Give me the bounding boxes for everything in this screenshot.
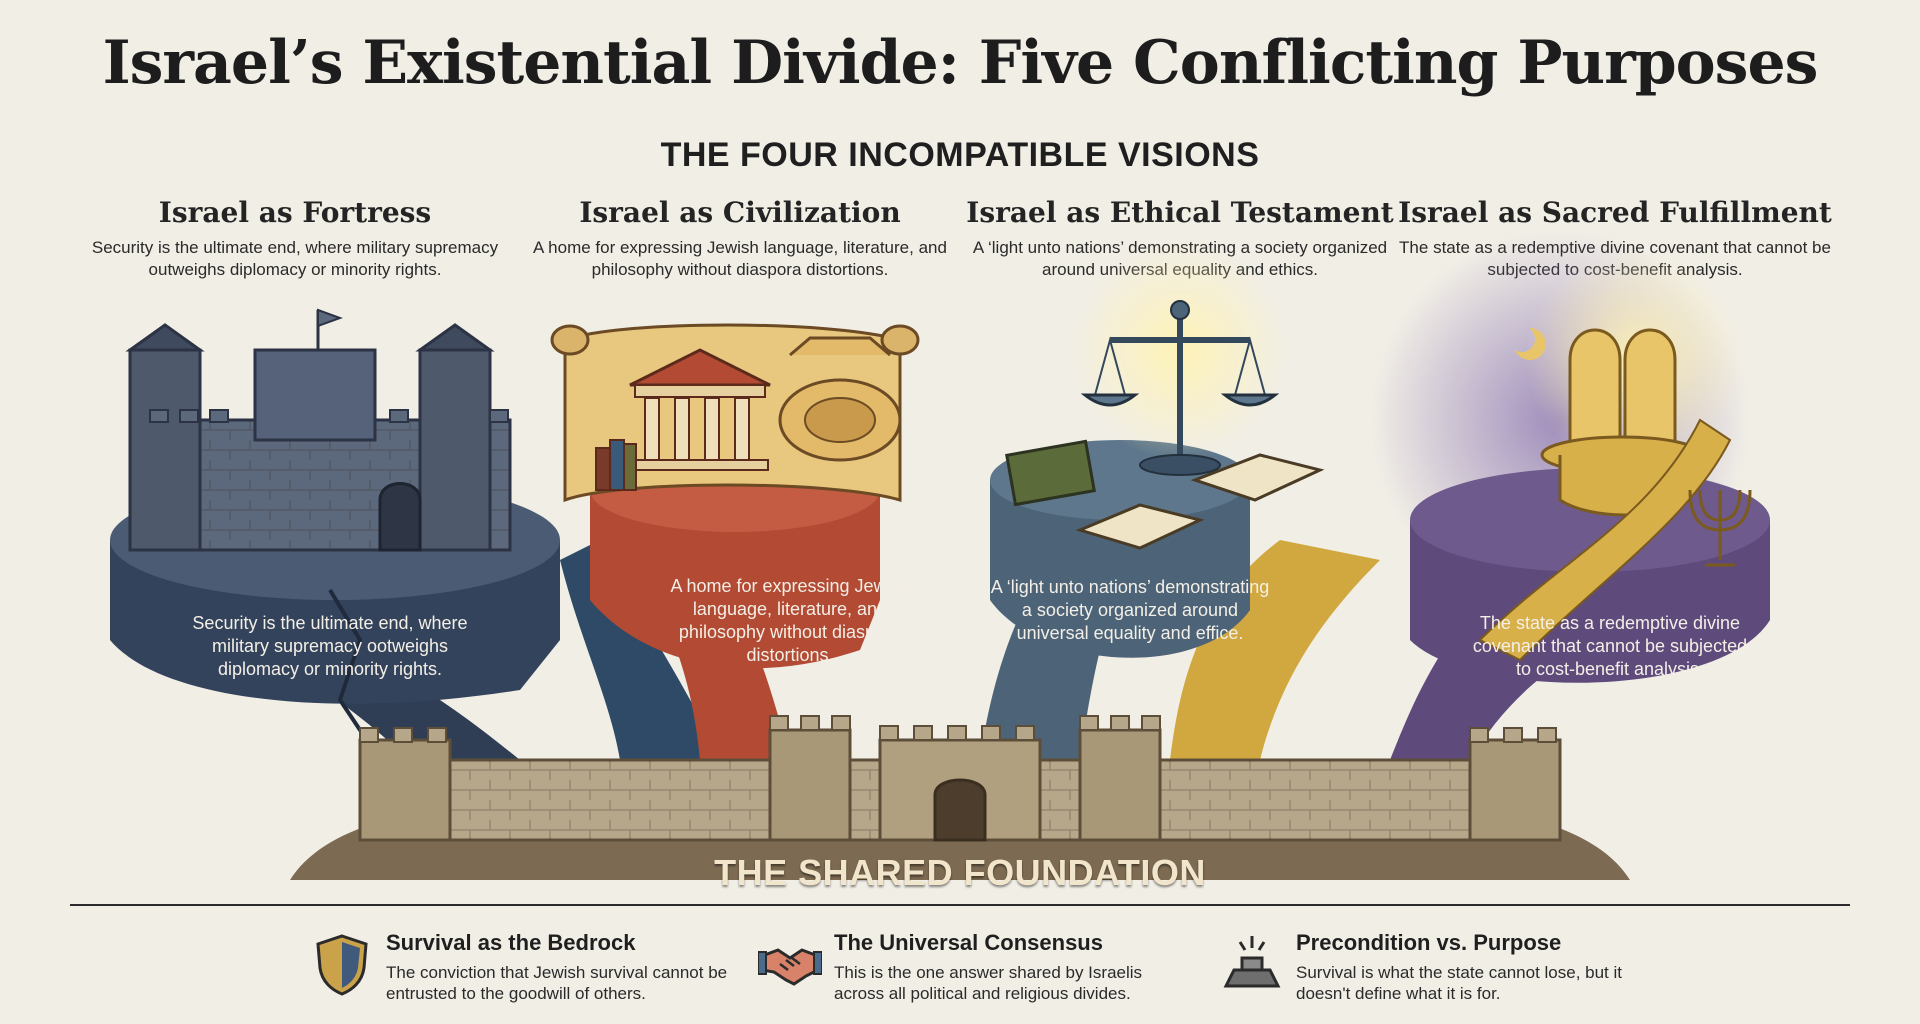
- pedestal-text-ethics: A ‘light unto nations’ demonstrating a s…: [990, 577, 1270, 643]
- vision-title: Israel as Fortress: [158, 196, 432, 229]
- vision-description: Security is the ultimate end, where mili…: [91, 238, 499, 279]
- point-title: Survival as the Bedrock: [386, 930, 636, 955]
- pedestal-text-sacred: The state as a redemptive divine covenan…: [1472, 613, 1748, 679]
- shared-foundation-wall: [290, 715, 1630, 880]
- ribbon-gold: [1170, 540, 1380, 760]
- section-subtitle: THE FOUR INCOMPATIBLE VISIONS: [660, 136, 1260, 174]
- vision-fortress: Israel as Fortress Security is the ultim…: [75, 196, 515, 281]
- scales-of-justice-illustration: [1005, 300, 1325, 550]
- scroll-illustration: [550, 323, 920, 503]
- point-survival-bedrock: Survival as the Bedrock The conviction t…: [310, 928, 750, 1018]
- point-precondition-vs-purpose: Precondition vs. Purpose Survival is wha…: [1220, 928, 1660, 1018]
- pedestal-icon: [1223, 936, 1281, 988]
- menorah-icon: [1688, 489, 1752, 567]
- point-description: Survival is what the state cannot lose, …: [1296, 963, 1623, 1003]
- vision-civilization: Israel as Civilization A home for expres…: [520, 196, 960, 281]
- foundation-label: THE SHARED FOUNDATION: [714, 852, 1206, 893]
- vision-title: Israel as Ethical Testament: [966, 196, 1394, 229]
- castle-illustration: [125, 308, 512, 552]
- vision-title: Israel as Sacred Fulfillment: [1398, 196, 1832, 229]
- crescent-moon-icon: [1515, 327, 1546, 360]
- point-universal-consensus: The Universal Consensus This is the one …: [758, 928, 1198, 1018]
- page-title: Israel’s Existential Divide: Five Confli…: [102, 28, 1819, 98]
- pedestal-text-civilization: A home for expressing Jewish language, l…: [670, 576, 910, 665]
- tablets-illustration: [1478, 327, 1752, 662]
- point-title: Precondition vs. Purpose: [1296, 930, 1562, 955]
- vision-description: A home for expressing Jewish language, l…: [533, 238, 947, 279]
- pedestal-text-fortress: Security is the ultimate end, where mili…: [192, 613, 468, 679]
- vision-title: Israel as Civilization: [579, 196, 901, 229]
- point-description: The conviction that Jewish survival cann…: [386, 963, 728, 1003]
- point-title: The Universal Consensus: [834, 930, 1103, 955]
- point-description: This is the one answer shared by Israeli…: [834, 963, 1143, 1003]
- shield-icon: [316, 934, 368, 996]
- handshake-icon: [758, 948, 822, 986]
